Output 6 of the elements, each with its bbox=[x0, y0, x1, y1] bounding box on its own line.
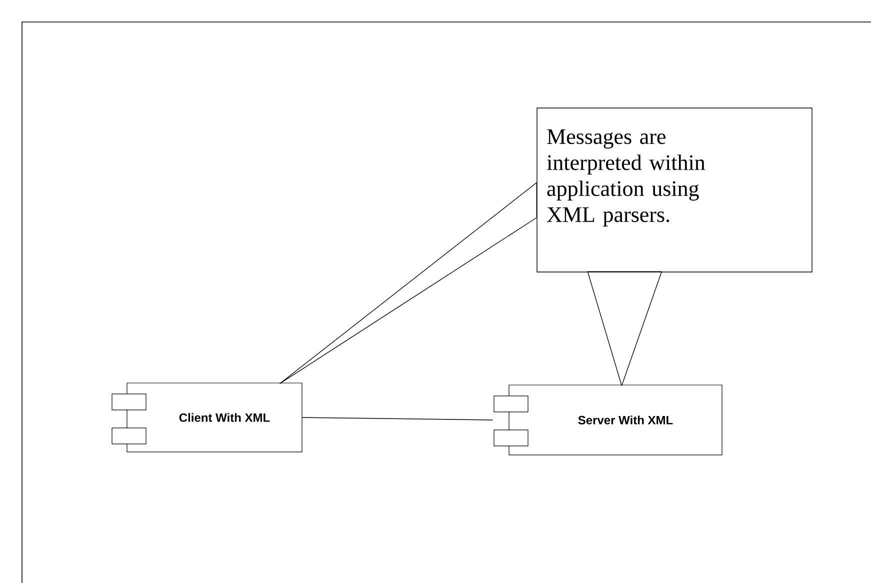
connector-line bbox=[302, 417, 494, 420]
callout-pointer bbox=[587, 271, 662, 386]
component-box: Client With XML bbox=[112, 382, 302, 452]
callout-pointer bbox=[279, 182, 537, 384]
callout-box: Messages are interpreted within application using XML parsers. bbox=[536, 108, 812, 272]
component-box: Server With XML bbox=[494, 384, 722, 456]
